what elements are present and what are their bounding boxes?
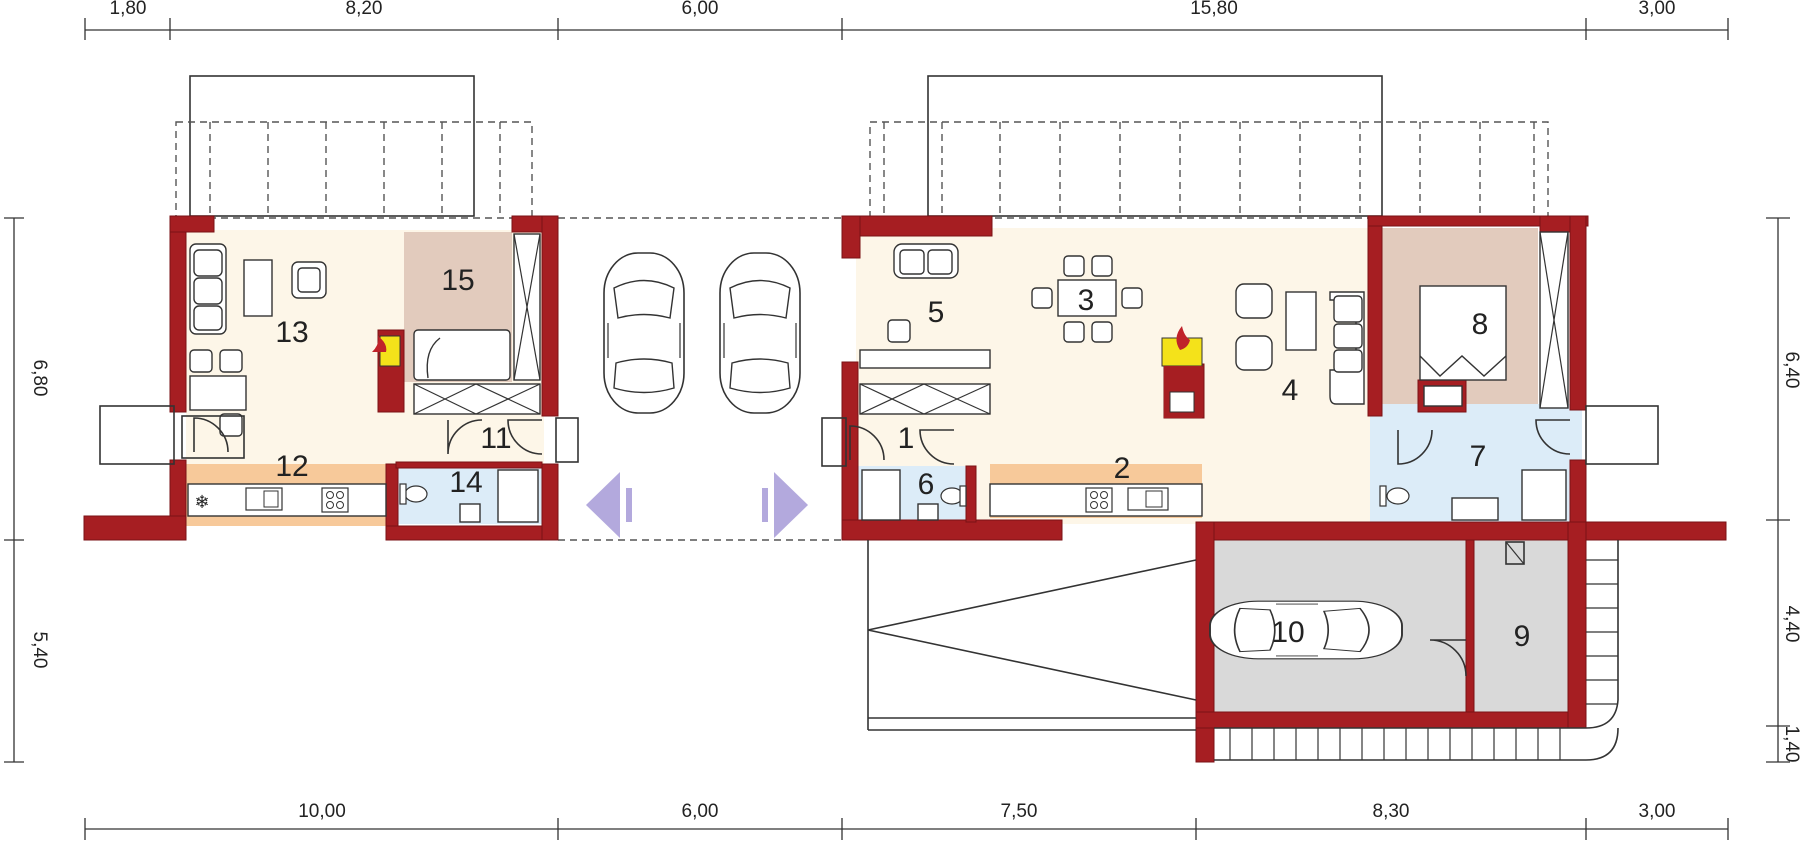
room-labels: 1 2 3 4 5 6 7 8 9 10 11 12 13 14 15 <box>275 264 1530 653</box>
room-label-5: 5 <box>928 296 945 329</box>
stove-icon <box>1085 487 1113 513</box>
dim-left-2: 5,40 <box>29 632 50 669</box>
dim-bottom-3: 7,50 <box>1001 801 1038 822</box>
dim-top-1: 1,80 <box>110 0 147 19</box>
room-label-11: 11 <box>480 422 511 455</box>
svg-text:❄: ❄ <box>194 492 209 512</box>
dim-top-5: 3,00 <box>1639 0 1676 19</box>
room-label-10: 10 <box>1271 616 1304 649</box>
dim-top-3: 6,00 <box>682 0 719 19</box>
dim-top-4: 15,80 <box>1190 0 1238 19</box>
room-label-6: 6 <box>918 468 935 501</box>
right-dimension-line: 6,40 4,40 1,40 <box>1766 217 1802 763</box>
left-furniture: ❄ <box>99 233 579 523</box>
arrow-left-icon <box>586 472 632 538</box>
toilet-icon <box>940 485 967 507</box>
room-label-14: 14 <box>449 466 482 499</box>
dim-bottom-5: 3,00 <box>1639 801 1676 822</box>
room-label-1: 1 <box>898 422 915 455</box>
fireplace-icon <box>1176 326 1190 350</box>
shower-icon <box>861 469 901 521</box>
room-label-12: 12 <box>275 450 308 483</box>
shower-icon <box>1521 469 1567 521</box>
right-unit <box>856 228 1582 712</box>
left-pergola <box>175 75 533 219</box>
arrow-right-icon <box>762 472 808 538</box>
dim-right-3: 1,40 <box>1781 726 1802 763</box>
right-pergola <box>869 75 1549 219</box>
garage-steps <box>1214 540 1619 761</box>
room-label-2: 2 <box>1114 452 1131 485</box>
room-label-13: 13 <box>275 316 308 349</box>
toilet-icon <box>1379 485 1410 507</box>
driveway <box>867 540 1197 731</box>
car-icon <box>603 252 685 414</box>
right-furniture <box>821 231 1659 677</box>
shower-icon <box>497 469 539 523</box>
room-label-3: 3 <box>1078 284 1095 317</box>
fireplace-icon <box>372 336 387 352</box>
storage-9-floor <box>1474 538 1570 712</box>
room-label-7: 7 <box>1470 440 1487 473</box>
dim-bottom-2: 6,00 <box>682 801 719 822</box>
sink-icon <box>245 487 283 511</box>
left-dimension-line: 6,80 5,40 <box>4 217 50 763</box>
dim-right-1: 6,40 <box>1781 352 1802 389</box>
bottom-dimension-line: 10,00 6,00 7,50 8,30 3,00 <box>84 801 1729 840</box>
top-dimension-line: 1,80 8,20 6,00 15,80 3,00 <box>84 0 1729 40</box>
room-label-15: 15 <box>441 264 474 297</box>
toilet-icon <box>399 483 428 505</box>
dim-bottom-1: 10,00 <box>298 801 346 822</box>
car-icon <box>1209 600 1403 660</box>
room-label-4: 4 <box>1282 374 1299 407</box>
car-icon <box>719 252 801 414</box>
dim-bottom-4: 8,30 <box>1373 801 1410 822</box>
room-label-8: 8 <box>1472 308 1489 341</box>
dim-top-2: 8,20 <box>346 0 383 19</box>
dim-left-1: 6,80 <box>29 360 50 397</box>
sink-icon <box>1127 487 1169 511</box>
stove-icon <box>321 487 349 513</box>
hall-11-floor <box>442 420 542 466</box>
room-label-9: 9 <box>1514 620 1531 653</box>
dim-right-2: 4,40 <box>1781 606 1802 643</box>
